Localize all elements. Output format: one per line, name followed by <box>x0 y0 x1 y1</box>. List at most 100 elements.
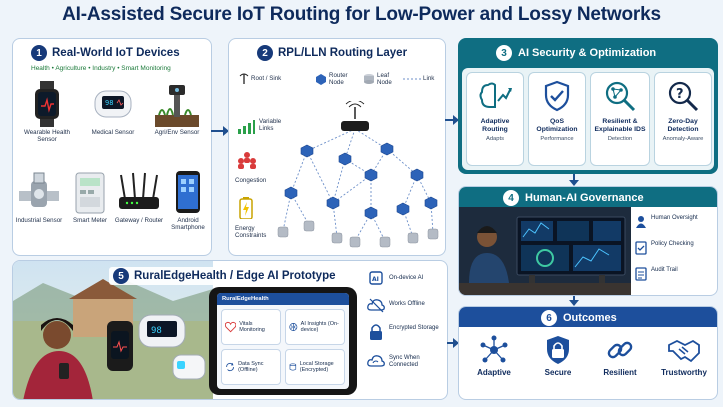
arrow-right-icon <box>447 338 459 348</box>
app-card-local-storage[interactable]: Local Storage (Encrypted) <box>285 349 345 385</box>
panel-ai-security: 3 AI Security & Optimization Adaptive Ro… <box>458 38 718 174</box>
rpl-network-graph <box>277 101 439 248</box>
app-card-label: AI Insights (On-device) <box>300 320 339 333</box>
legend-link: Link <box>423 75 435 82</box>
device-wearable: Wearable Health Sensor <box>17 81 77 143</box>
card-title: QoS Optimization <box>536 118 578 133</box>
outcomes-header-bar <box>459 307 717 327</box>
smartphone-icon <box>176 171 200 213</box>
card-title: Zero-Day Detection <box>667 118 699 133</box>
link-line-icon <box>403 78 421 80</box>
network-search-icon <box>605 81 636 112</box>
panel-title: Outcomes <box>563 312 617 324</box>
panel-edge-header: 5 RuralEdgeHealth / Edge AI Prototype <box>109 267 340 285</box>
card-adaptive-routing: Adaptive Routing Adapts <box>466 72 524 166</box>
step-number: 6 <box>541 310 557 326</box>
app-card-label: Local Storage (Encrypted) <box>299 360 334 373</box>
step-number: 4 <box>503 190 519 206</box>
arrow-down-icon <box>569 296 579 306</box>
arrow-right-icon <box>445 115 459 125</box>
legend-router: Router Node <box>329 72 348 87</box>
panel-subtitle: Health • Agriculture • Industry • Smart … <box>31 65 171 72</box>
device-label: Smart Meter <box>72 217 108 224</box>
app-card-vitals[interactable]: Vitals Monitoring <box>221 309 281 345</box>
panel-edge-prototype: 98 5 RuralEdgeHealth / Edge AI Prototype… <box>12 260 448 400</box>
cloud-sync-icon <box>367 355 385 367</box>
card-subtitle: Anomaly-Aware <box>662 135 704 142</box>
device-medical: 98 Medical Sensor <box>83 81 143 136</box>
governance-policy-checking: Policy Checking <box>651 241 694 247</box>
app-header: RuralEdgeHealth <box>217 293 349 305</box>
outcome-adaptive: Adaptive <box>463 335 525 377</box>
governance-header-bar <box>459 187 717 207</box>
outcome-trustworthy: Trustworthy <box>653 335 715 377</box>
device-agri: Agri/Env Sensor <box>147 81 207 136</box>
side-congestion: Congestion <box>235 177 267 184</box>
arrow-right-icon <box>211 126 229 136</box>
page-title: AI-Assisted Secure IoT Routing for Low-P… <box>62 4 661 25</box>
shield-check-icon <box>544 80 570 112</box>
svg-text:?: ? <box>676 87 684 102</box>
device-label: Agri/Env Sensor <box>154 129 200 136</box>
device-label: Wearable Health Sensor <box>24 129 70 144</box>
outcome-label: Adaptive <box>477 368 511 377</box>
card-resilient-ids: Resilient & Explainable IDS Detection <box>590 72 650 166</box>
legend-root: Root / Sink <box>251 75 282 82</box>
app-card-ai-insights[interactable]: AI Insights (On-device) <box>285 309 345 345</box>
panel-ai-security-header: 3 AI Security & Optimization <box>496 45 656 61</box>
sync-icon <box>226 362 234 372</box>
svg-text:98: 98 <box>151 326 162 336</box>
app-card-data-sync[interactable]: Data Sync (Offline) <box>221 349 281 385</box>
outcome-label: Trustworthy <box>661 368 707 377</box>
step-number: 1 <box>31 45 47 61</box>
card-subtitle: Detection <box>607 135 633 142</box>
router-node-icon <box>316 74 326 85</box>
panel-title: RPL/LLN Routing Layer <box>278 47 408 59</box>
svg-text:AI: AI <box>372 276 379 283</box>
signal-bars-icon <box>238 120 255 134</box>
panel-outcomes: 6 Outcomes Adaptive Secure Resilient Tru… <box>458 306 718 400</box>
device-smartphone: Android Smartphone <box>163 169 213 231</box>
feature-on-device-ai: On-device AI <box>389 275 424 281</box>
brain-icon <box>479 82 512 108</box>
ai-chip-icon: AI <box>369 271 383 285</box>
app-card-label: Data Sync (Offline) <box>238 360 264 373</box>
governance-audit-trail: Audit Trail <box>651 267 678 273</box>
panel-title: RuralEdgeHealth / Edge AI Prototype <box>134 270 336 282</box>
soil-sensor-icon <box>155 85 199 127</box>
industrial-valve-icon <box>19 172 59 207</box>
card-subtitle: Adapts <box>485 135 505 142</box>
device-label: Industrial Sensor <box>15 217 63 224</box>
panel-title: AI Security & Optimization <box>518 47 657 59</box>
card-title: Resilient & Explainable IDS <box>594 118 646 133</box>
shield-lock-icon <box>547 336 569 364</box>
router-icon <box>119 172 159 209</box>
card-qos-optimization: QoS Optimization Performance <box>528 72 586 166</box>
policy-check-icon <box>635 241 647 255</box>
panel-title: Real-World IoT Devices <box>52 47 180 59</box>
lock-icon <box>370 324 382 340</box>
panel-outcomes-header: 6 Outcomes <box>541 310 617 326</box>
audit-doc-icon <box>635 267 647 281</box>
card-title: Adaptive Routing <box>480 118 510 133</box>
person-icon <box>636 216 646 228</box>
outcome-label: Secure <box>544 368 572 377</box>
chain-link-icon <box>607 341 633 359</box>
cloud-offline-icon <box>367 298 385 313</box>
pulse-oximeter-icon: 98 <box>94 90 132 118</box>
device-gateway: Gateway / Router <box>113 169 165 224</box>
edge-phone: RuralEdgeHealth Vitals Monitoring AI Ins… <box>209 287 357 395</box>
feature-works-offline: Works Offline <box>389 301 425 307</box>
operator-dashboard-scene <box>459 207 631 295</box>
step-number: 2 <box>257 45 273 61</box>
brain-icon <box>289 323 298 331</box>
arrow-down-icon <box>569 174 579 186</box>
step-number: 3 <box>496 45 512 61</box>
root-sink-node <box>341 101 369 131</box>
feature-encrypted-storage: Encrypted Storage <box>389 325 439 331</box>
leaf-node-icon <box>364 74 374 84</box>
device-meter: Smart Meter <box>65 169 115 224</box>
feature-sync-when-connected: Sync When Connected <box>389 355 420 368</box>
svg-text:98: 98 <box>105 99 113 107</box>
panel-governance: 4 Human-AI Governance Human Oversight Po… <box>458 186 718 296</box>
